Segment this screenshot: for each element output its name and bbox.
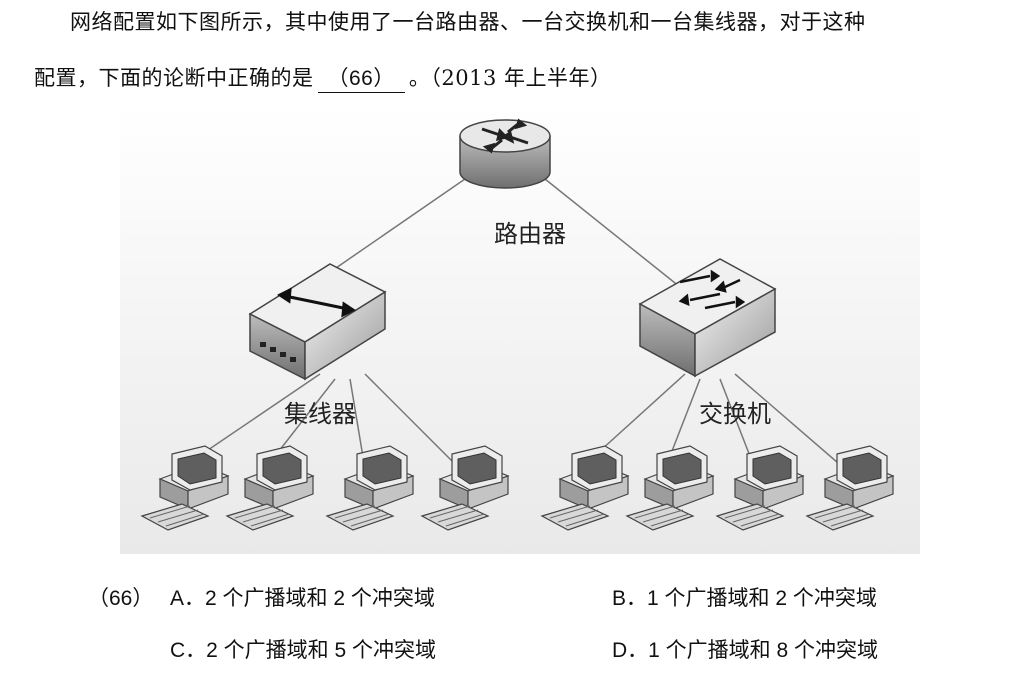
router-switch-link — [544, 178, 696, 300]
router-hub-link — [319, 178, 466, 280]
hub-icon — [248, 263, 387, 381]
hub-pc4-link — [364, 373, 461, 470]
network-diagram-svg: 路由器 集线器 — [120, 104, 920, 554]
question-suffix: 。（2013 年上半年） — [408, 66, 612, 90]
pc-group — [140, 445, 895, 531]
question-prefix: 配置，下面的论断中正确的是 — [34, 66, 314, 90]
option-d[interactable]: D．1 个广播域和 8 个冲突域 — [612, 639, 879, 662]
computer-icon — [325, 445, 415, 531]
option-c[interactable]: C．2 个广播域和 5 个冲突域 — [170, 639, 437, 662]
options-number: （66） — [88, 587, 154, 610]
router-icon — [459, 118, 551, 189]
computer-icon — [420, 445, 510, 531]
switch-label: 交换机 — [699, 400, 771, 428]
option-a[interactable]: A．2 个广播域和 2 个冲突域 — [170, 587, 435, 610]
question-line-1: 网络配置如下图所示，其中使用了一台路由器、一台交换机和一台集线器，对于这种 — [70, 10, 866, 34]
computer-icon — [625, 445, 715, 531]
computer-icon — [805, 445, 895, 531]
network-diagram: 路由器 集线器 — [120, 104, 920, 554]
computer-icon — [715, 445, 805, 531]
computer-icon — [540, 445, 630, 531]
hub-label: 集线器 — [284, 400, 356, 428]
computer-icon — [140, 445, 230, 531]
answer-blank: （66） — [317, 62, 405, 93]
computer-icon — [225, 445, 315, 531]
question-line-2: 配置，下面的论断中正确的是（66）。（2013 年上半年） — [34, 62, 611, 93]
switch-icon — [638, 258, 777, 378]
option-b[interactable]: B．1 个广播域和 2 个冲突域 — [612, 587, 877, 610]
switch-pc8-link — [734, 373, 846, 470]
router-label: 路由器 — [494, 220, 566, 248]
